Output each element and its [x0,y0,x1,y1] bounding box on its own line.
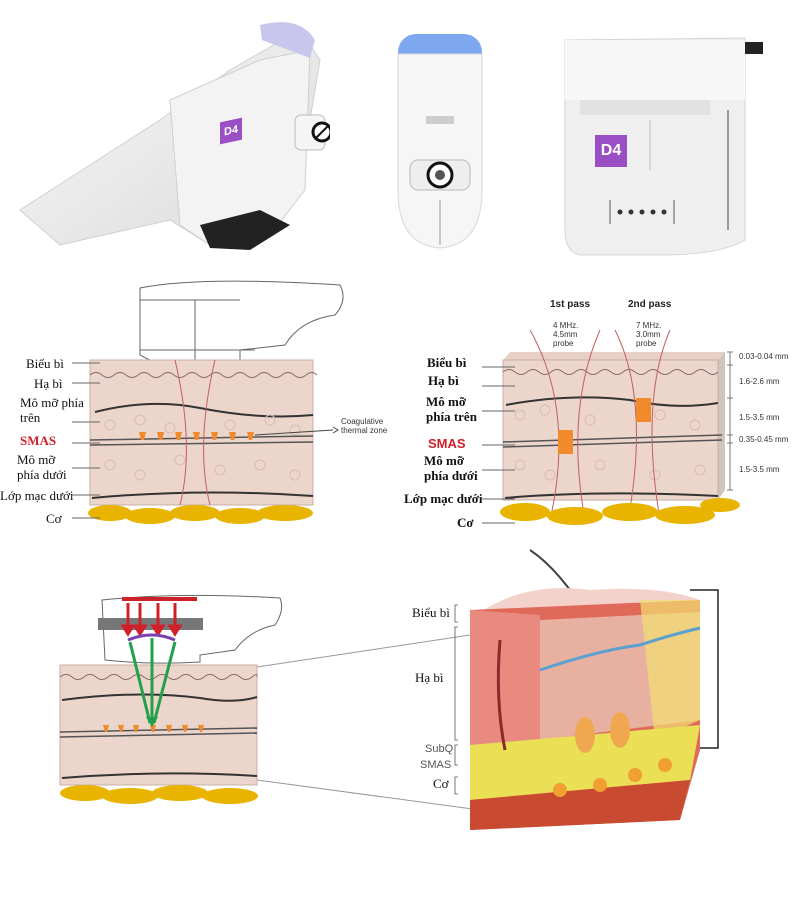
thickness-epidermis: 0.03-0.04 mm [739,352,789,361]
diagram-skin-layers-single: Biểu bì Hạ bì Mô mỡ phía trên SMAS Mô mỡ… [0,270,400,540]
label-muscle: Cơ [433,776,449,791]
label-dermis: Hạ bì [34,376,63,391]
label-upper-fat: Mô mỡ phía trên [20,395,84,425]
pass-2-detail: 7 MHz. 3.0mm probe [636,321,662,348]
label-upper-fat: Mô mỡ phía trên [426,394,477,424]
diagram-skin-layers-passes: 1st pass 4 MHz. 4.5mm probe 2nd pass 7 M… [400,290,800,540]
label-lower-fat: Mô mỡ phía dưới [17,452,67,482]
pass-1-title: 1st pass [550,299,591,310]
diagram-focused-ultrasound [0,580,480,820]
label-fascia: Lớp mạc dưới [404,491,483,506]
label-dermis: Hạ bì [415,670,444,685]
label-dermis: Hạ bì [428,373,459,388]
thickness-lower-fat: 1.5-3.5 mm [739,465,780,474]
label-epidermis: Biểu bì [427,355,467,370]
label-smas: SMAS [20,433,57,448]
thickness-upper-fat: 1.5-3.5 mm [739,413,780,422]
device-photo-front [380,20,500,260]
label-smas: SMAS [420,759,452,771]
thickness-dermis: 1.6-2.6 mm [739,377,780,386]
label-smas: SMAS [428,436,466,451]
label-muscle: Cơ [46,511,62,526]
annotation-thermal-zone: Coagulative thermal zone [341,417,388,435]
label-fascia: Lớp mạc dưới [0,488,74,503]
d4-badge: D4 [595,135,627,167]
d4-badge: D4 [220,117,242,145]
thickness-smas: 0.35-0.45 mm [739,435,789,444]
label-muscle: Cơ [457,515,474,530]
pass-2-title: 2nd pass [628,299,672,310]
label-epidermis: Biểu bì [26,356,64,371]
label-subq: SubQ [425,743,454,755]
label-lower-fat: Mô mỡ phía dưới [424,453,478,483]
label-epidermis: Biểu bì [412,605,450,620]
diagram-skin-cross-section-3d: Biểu bì Hạ bì SubQ SMAS Cơ [400,540,800,840]
pass-1-detail: 4 MHz. 4.5mm probe [553,321,579,348]
device-photo-angled: D4 [0,10,330,260]
device-photo-side: D4 [540,20,780,260]
